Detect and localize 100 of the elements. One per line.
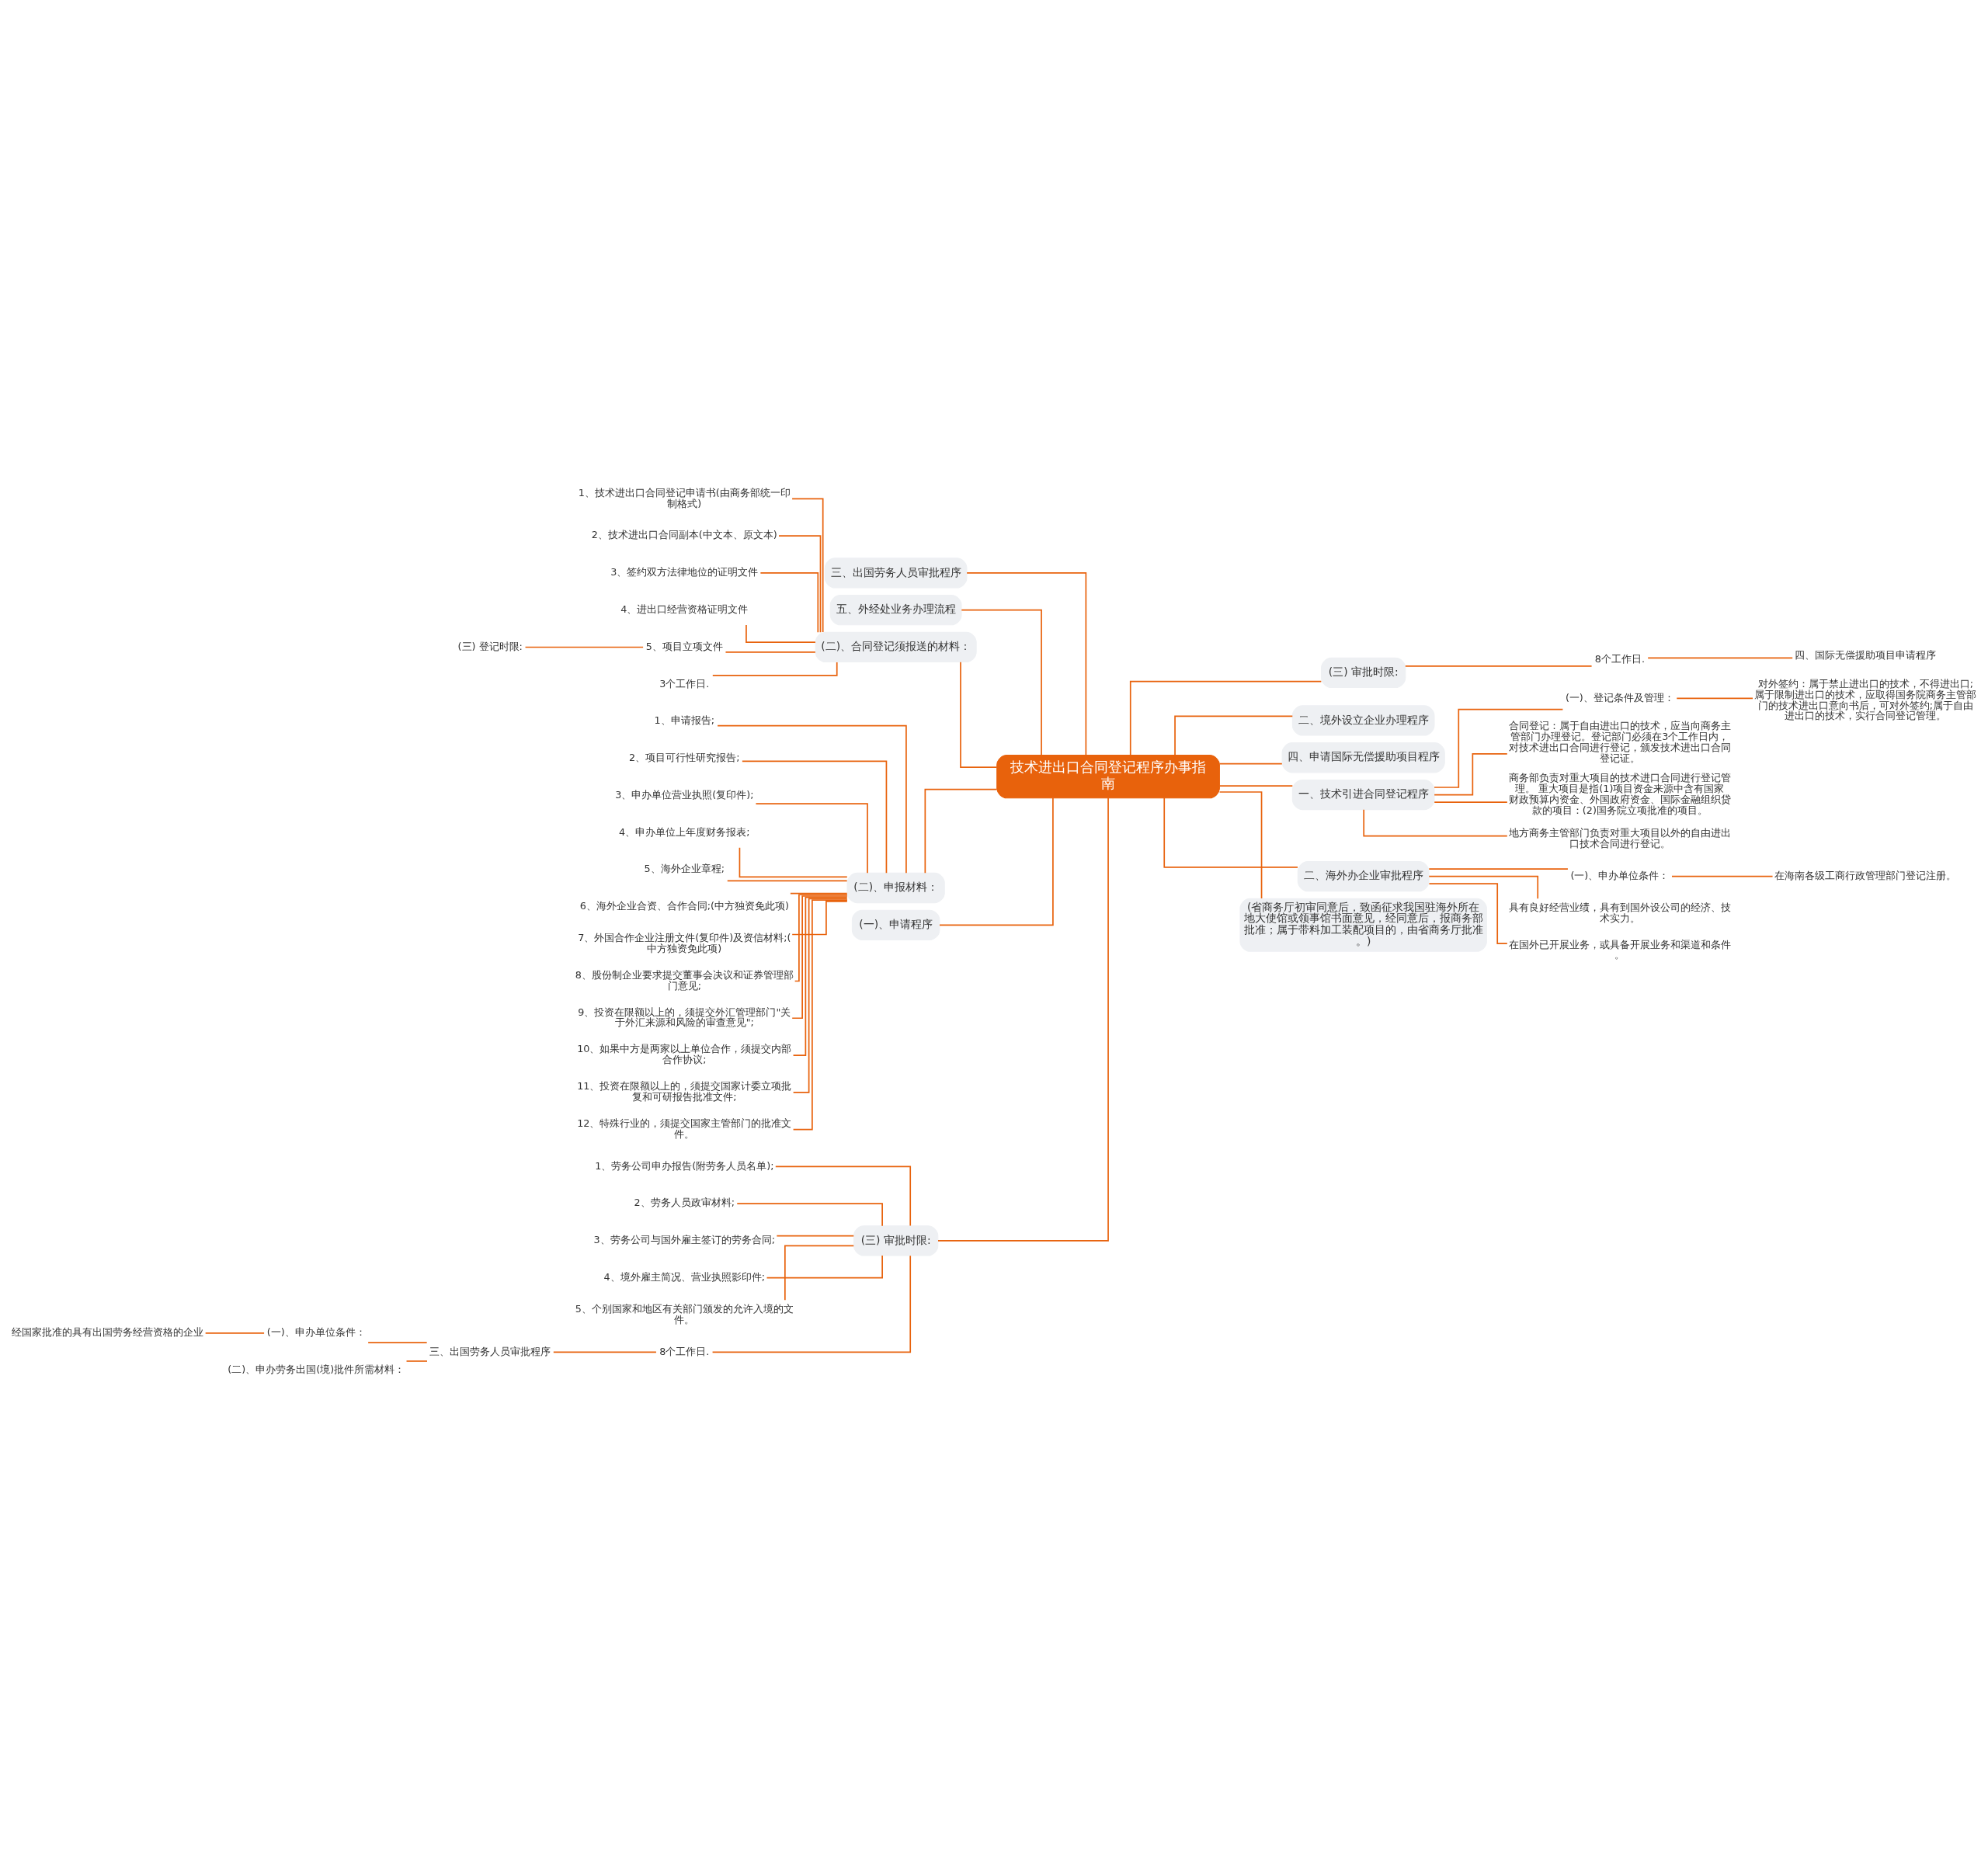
connector (742, 760, 888, 874)
connector (552, 1351, 657, 1353)
connector (766, 1255, 883, 1279)
connector (1434, 753, 1508, 796)
connector (717, 724, 907, 874)
node-text: 2、技术进出口合同副本(中文本、原文本) (591, 529, 777, 541)
node-text: 5、项目立项文件 (645, 640, 723, 652)
connector (1434, 801, 1508, 803)
node-text: 1、技术进出口合同登记申请书(由商务部统一印制格式) (578, 486, 791, 509)
node-text: 1、劳务公司申办报告(附劳务人员名单); (595, 1159, 774, 1172)
connector (791, 895, 848, 1020)
connector (1428, 868, 1569, 870)
connector (1405, 665, 1593, 667)
node-text: 4、境外雇主简况、营业执照影印件; (603, 1271, 766, 1284)
connector (937, 797, 1109, 1242)
node-text: 商务部负责对重大项目的技术进口合同进行登记管理。 重大项目是指(1)项目资金来源中含有国家财政预算内资金、外国政府资金、国际金融组织贷款的项目：(2)国务院立项批准的项目。 (1508, 772, 1731, 816)
node-text: (一)、申办单位条件： (1570, 869, 1670, 881)
connector (1129, 680, 1322, 756)
node-text: 10、如果中方是两家以上单位合作，须提交内部合作协议; (577, 1043, 792, 1066)
node-text: 5、海外企业章程; (644, 863, 725, 875)
node-text: (一)、申办单位条件： (266, 1326, 366, 1339)
node-box: 二、海外办企业审批程序 (1297, 861, 1430, 892)
connector (791, 901, 848, 936)
node-box: (三) 审批时限: (1321, 657, 1406, 689)
node-box: 一、技术引进合同登记程序 (1291, 779, 1435, 811)
connector (725, 651, 816, 653)
node-text: 11、投资在限额以上的，须提交国家计委立项批复和可研报告批准文件; (577, 1080, 792, 1103)
connector (774, 1166, 912, 1227)
node-text: 8个工作日. (659, 1345, 710, 1357)
node-box: (省商务厅初审同意后，致函征求我国驻海外所在地大使馆或领事馆书面意见，经同意后，报商务部批准；属于带料加工装配项目的，由省商务厅批准。) (1239, 898, 1487, 952)
connector (739, 846, 848, 878)
connector (966, 572, 1087, 756)
connector (755, 803, 868, 874)
node-text: 经国家批准的具有出国劳务经营资格的企业 (12, 1326, 204, 1339)
connector (960, 661, 998, 768)
connector (1218, 785, 1294, 787)
node-box: 四、申请国际无偿援助项目程序 (1281, 742, 1445, 773)
node-box: 二、境外设立企业办理程序 (1291, 705, 1435, 736)
node-text: 6、海外企业合资、合作合同;(中方独资免此项) (579, 900, 789, 912)
node-text: (二)、申办劳务出国(境)批件所需材料： (228, 1363, 405, 1375)
connector (367, 1342, 428, 1343)
connector (746, 624, 816, 643)
node-box: (三) 审批时限: (853, 1225, 939, 1256)
node-text: 12、特殊行业的，须提交国家主管部门的批准文件。 (577, 1117, 792, 1140)
node-text: 7、外国合作企业注册文件(复印件)及资信材料;(中方独资免此项) (578, 932, 791, 954)
connector (204, 1332, 265, 1334)
node-text: 3、劳务公司与国外雇主签订的劳务合同; (593, 1234, 776, 1246)
node-text: 对外签约：属于禁止进出口的技术，不得进出口;属于限制进出口的技术，应取得国务院商务主管部门的技术进出口意向书后，可对外签约;属于自由进出口的技术，实行合同登记管理。 (1754, 678, 1977, 722)
connector (961, 609, 1042, 756)
connector (792, 896, 848, 1056)
connector (1218, 791, 1263, 899)
connector (792, 898, 848, 1093)
node-text: (一)、登记条件及管理： (1565, 691, 1674, 703)
node-text: 3、申办单位营业执照(复印件); (615, 788, 754, 801)
connector (726, 880, 848, 882)
node-box: (二)、申报材料： (846, 872, 945, 904)
connector (784, 1245, 855, 1301)
connector (1428, 875, 1539, 900)
connector (778, 535, 822, 633)
node-text: 5、个别国家和地区有关部门颁发的允许入境的文件。 (575, 1302, 794, 1325)
connector (711, 662, 838, 676)
node-box: 技术进出口合同登记程序办事指南 (996, 755, 1220, 799)
node-text: 8、股份制企业要求提交董事会决议和证券管理部门意见; (575, 968, 794, 992)
node-box: (二)、合同登记须报送的材料： (815, 631, 977, 663)
connector (776, 1235, 855, 1237)
node-text: 2、项目可行性研究报告; (629, 752, 740, 764)
node-text: 3、签约双方法律地位的证明文件 (610, 566, 759, 578)
node-text: 具有良好经营业绩，具有到国外设公司的经济、技术实力。 (1508, 901, 1731, 924)
node-text: 2、劳务人员政审材料; (634, 1197, 735, 1209)
connector (792, 899, 848, 1131)
node-text: 在海南各级工商行政管理部门登记注册。 (1774, 869, 1957, 881)
node-text: 四、国际无偿援助项目申请程序 (1795, 649, 1937, 662)
node-text: 合同登记：属于自由进出口的技术，应当向商务主管部门办理登记。登记部门必须在3个工作日内，对技术进出口合同进行登记，颁发技术进出口合同登记证。 (1508, 720, 1731, 764)
node-text: 在国外已开展业务，或具备开展业务和渠道和条件。 (1508, 938, 1731, 961)
connector (1363, 808, 1508, 837)
connector (524, 646, 644, 648)
node-text: 地方商务主管部门负责对重大项目以外的自由进出口技术合同进行登记。 (1508, 827, 1731, 850)
connector (791, 498, 824, 633)
node-box: 五、外经处业务办理流程 (829, 595, 962, 626)
connector (790, 892, 848, 895)
connector (1671, 875, 1774, 877)
connector (736, 1203, 883, 1227)
connector (1434, 708, 1564, 788)
connector (759, 572, 819, 633)
connector (1647, 657, 1794, 659)
connector (939, 797, 1054, 926)
node-text: 1、申请报告; (654, 714, 715, 727)
node-text: 3个工作日. (659, 677, 710, 690)
connector (794, 894, 848, 982)
connector (711, 1255, 912, 1353)
node-text: 9、投资在限额以上的，须提交外汇管理部门"关于外汇来源和风险的审查意见"; (578, 1006, 791, 1029)
node-box: (一)、申请程序 (851, 909, 940, 940)
node-text: 8个工作日. (1594, 652, 1645, 665)
connector (1163, 797, 1298, 868)
connector (1676, 697, 1753, 700)
node-text: 4、进出口经营资格证明文件 (620, 603, 749, 615)
node-text: 4、申办单位上年度财务报表; (619, 825, 750, 838)
connector (924, 788, 998, 874)
connector (405, 1360, 428, 1362)
node-box: 三、出国劳务人员审批程序 (824, 558, 968, 589)
